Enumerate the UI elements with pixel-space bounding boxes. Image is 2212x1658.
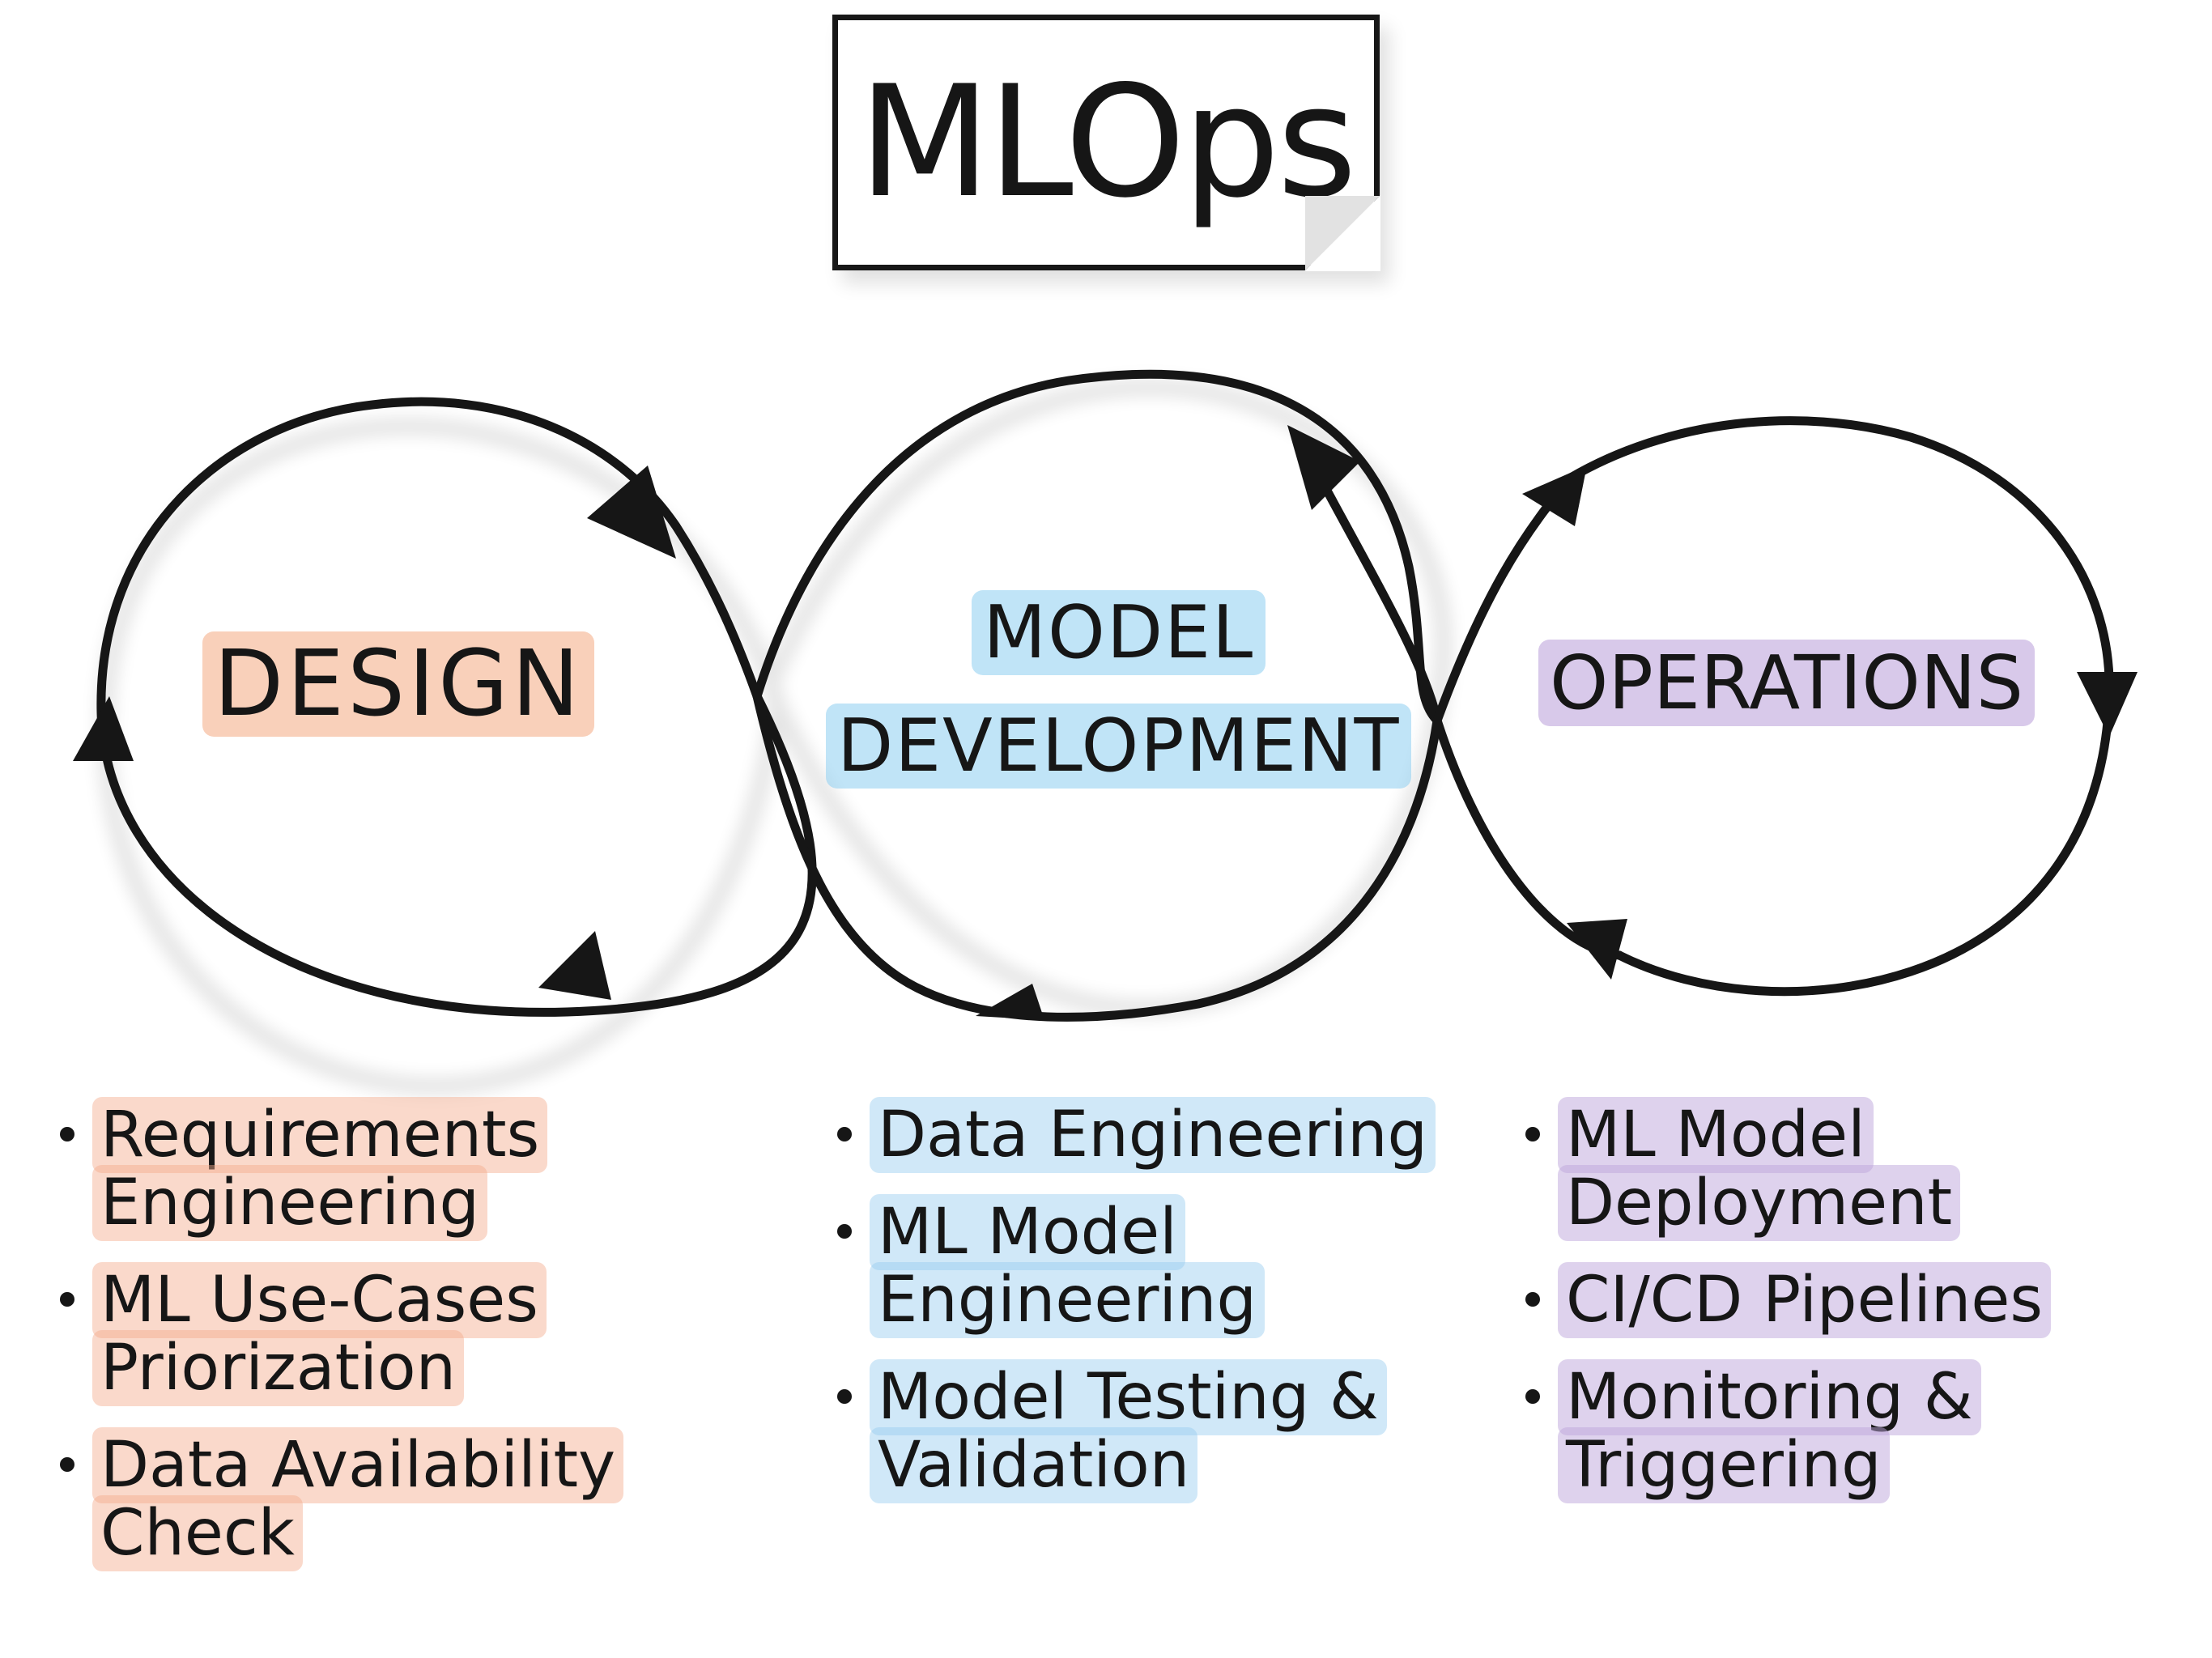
bullet-icon (837, 1389, 852, 1404)
model-stage-label-line2: DEVELOPMENT (826, 704, 1412, 789)
design-task-list: Requirements Engineering ML Use-Cases Pr… (57, 1097, 656, 1596)
operations-stage-label: OPERATIONS (1538, 640, 2035, 726)
list-item: Data Engineering (834, 1097, 1449, 1173)
bullet-icon (837, 1127, 852, 1141)
bullet-icon (837, 1224, 852, 1239)
model-development-stage-label: MODEL DEVELOPMENT (826, 576, 1412, 803)
model-stage-label-line1: MODEL (972, 590, 1266, 675)
operations-stage-label-text: OPERATIONS (1538, 640, 2035, 726)
bullet-icon (60, 1292, 74, 1307)
model-development-task-list: Data Engineering ML Model Engineering Mo… (834, 1097, 1449, 1528)
list-item: Requirements Engineering (57, 1097, 656, 1241)
bullet-icon (1525, 1292, 1540, 1307)
bullet-icon (60, 1457, 74, 1472)
list-item: Monitoring & Triggering (1522, 1359, 2194, 1503)
operations-task-list: ML Model Deployment CI/CD Pipelines Moni… (1522, 1097, 2194, 1528)
bullet-icon (1525, 1127, 1540, 1141)
title-note: MLOps (832, 15, 1380, 271)
design-stage-label: DESIGN (202, 631, 594, 737)
list-item: CI/CD Pipelines (1522, 1262, 2194, 1338)
bullet-icon (1525, 1389, 1540, 1404)
design-stage-label-text: DESIGN (202, 631, 594, 737)
list-item: ML Use-Cases Priorization (57, 1262, 656, 1406)
list-item: ML Model Engineering (834, 1194, 1449, 1338)
list-item: ML Model Deployment (1522, 1097, 2194, 1241)
arrowhead-icon (73, 425, 2138, 1020)
list-item: Data Availability Check (57, 1427, 656, 1571)
bullet-icon (60, 1127, 74, 1141)
list-item: Model Testing & Validation (834, 1359, 1449, 1503)
page-title: MLOps (857, 53, 1357, 232)
